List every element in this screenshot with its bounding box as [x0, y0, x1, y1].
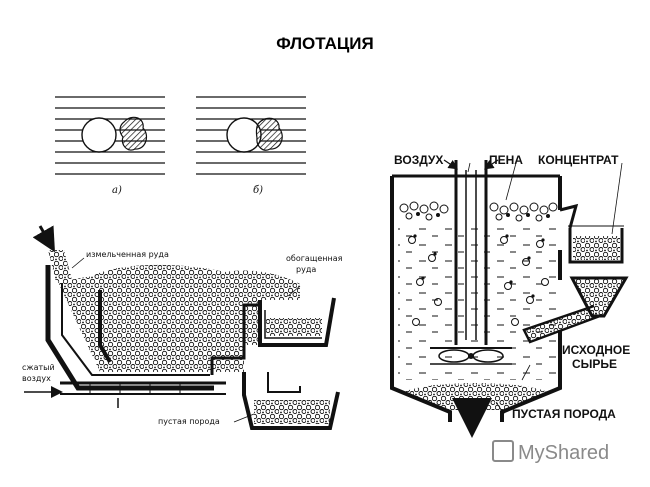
- impeller: [430, 347, 512, 365]
- bottom-tailings: [404, 383, 548, 438]
- label-compressed-air-2: воздух: [22, 374, 51, 383]
- label-tailings-left: пустая порода: [158, 417, 220, 426]
- label-foam: ПЕНА: [489, 153, 523, 167]
- feed-arrow: [32, 225, 55, 253]
- label-air: ВОЗДУХ: [394, 153, 443, 167]
- inset-a: а): [55, 96, 165, 196]
- pulp-liquid: [398, 222, 556, 380]
- label-feed-1: ИСХОДНОЕ: [562, 343, 630, 357]
- feed-hopper: [522, 276, 629, 344]
- label-enriched-ore-2: руда: [296, 265, 316, 274]
- mineral-particle: [119, 116, 148, 151]
- ore-pulp: [58, 264, 300, 372]
- air-tube: [454, 160, 488, 345]
- inset-label-a: а): [112, 185, 122, 196]
- air-bubble: [226, 117, 262, 153]
- label-concentrate: КОНЦЕНТРАТ: [538, 153, 619, 167]
- air-bubble: [81, 117, 117, 153]
- tailings-launder: [254, 400, 330, 424]
- air-arrow: [443, 159, 458, 170]
- rising-bubbles: [408, 236, 549, 326]
- flotation-cell-right: ВОЗДУХ ПЕНА КОНЦЕНТРАТ ИСХОДНОЕ СЫРЬЕ ПУ…: [390, 153, 630, 438]
- inset-b: б): [196, 96, 306, 196]
- page-title: ФЛОТАЦИЯ: [276, 34, 374, 53]
- logo-icon: [492, 440, 514, 462]
- label-crushed-ore: измельченная руда: [86, 250, 169, 259]
- flotation-machine-left: измельченная руда обогащенная руда сжаты…: [22, 225, 343, 430]
- label-tailings-right: ПУСТАЯ ПОРОДА: [512, 407, 616, 421]
- label-compressed-air-1: сжатый: [22, 363, 55, 372]
- concentrate-launder: [559, 203, 624, 264]
- watermark-text: MyShared: [518, 442, 610, 464]
- foam-layer: [399, 201, 558, 222]
- inset-label-b: б): [253, 185, 263, 196]
- mineral-particle-attached: [255, 117, 283, 151]
- watermark-logo: MyShared: [492, 440, 609, 465]
- label-feed-2: СЫРЬЕ: [572, 357, 617, 371]
- enriched-ore-launder: [266, 318, 322, 336]
- label-enriched-ore-1: обогащенная: [286, 254, 343, 263]
